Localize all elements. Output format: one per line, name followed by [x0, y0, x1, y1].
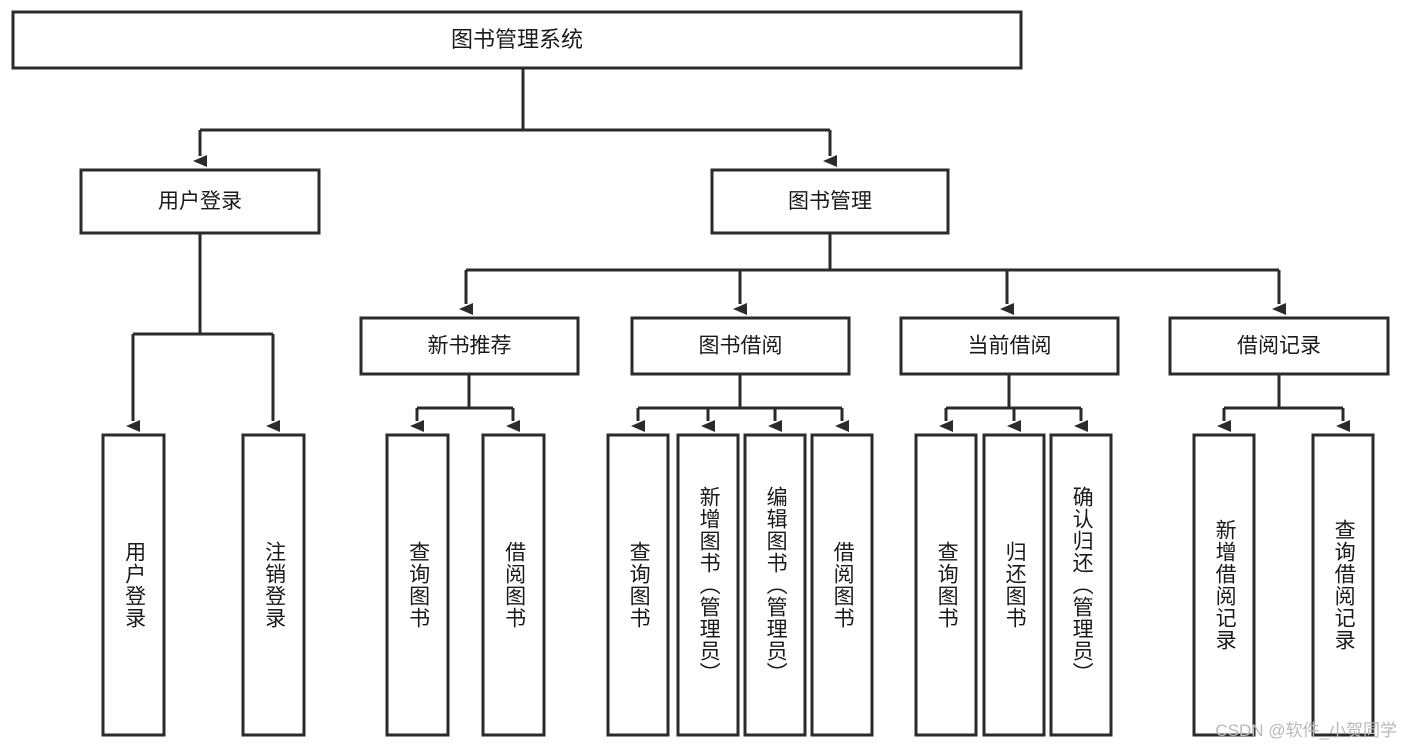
- leaf-logout-box[interactable]: [241, 433, 306, 737]
- node-new-book-recommend[interactable]: 新书推荐: [359, 316, 580, 376]
- current-borrow-box[interactable]: [899, 316, 1120, 376]
- leaf-edit-book-admin-box[interactable]: [743, 433, 807, 737]
- user-login-label: 用户登录: [158, 190, 242, 213]
- leaf-borrow-book-box[interactable]: [810, 433, 874, 737]
- book-borrow-label: 图书借阅: [699, 335, 783, 358]
- node-current-borrow[interactable]: 当前借阅: [899, 316, 1120, 376]
- book-management-box[interactable]: [710, 168, 950, 235]
- leaf-query-book-borrow-box[interactable]: [606, 433, 670, 737]
- watermark-text: CSDN @软件_小贺同学: [1215, 721, 1397, 740]
- book-borrow-box[interactable]: [630, 316, 851, 376]
- leaf-confirm-return-admin-box[interactable]: [1049, 433, 1113, 737]
- leaf-return-book-box[interactable]: [982, 433, 1046, 737]
- undefined-label: 图书管理系统: [451, 27, 583, 52]
- leaf-add-borrow-record-box[interactable]: [1192, 433, 1256, 737]
- undefined-box[interactable]: [11, 10, 1023, 70]
- leaf-borrow-book-recommend-box[interactable]: [481, 433, 546, 737]
- current-borrow-label: 当前借阅: [968, 335, 1052, 358]
- leaf-query-book-current-box[interactable]: [914, 433, 978, 737]
- borrow-record-label: 借阅记录: [1237, 335, 1321, 358]
- leaf-query-borrow-record-box[interactable]: [1311, 433, 1375, 737]
- node-book-management[interactable]: 图书管理: [710, 168, 950, 235]
- leaf-query-book-recommend-box[interactable]: [385, 433, 450, 737]
- node-undefined[interactable]: 图书管理系统: [11, 10, 1023, 70]
- new-book-recommend-label: 新书推荐: [428, 335, 512, 358]
- node-user-login[interactable]: 用户登录: [79, 168, 321, 235]
- user-login-box[interactable]: [79, 168, 321, 235]
- leaf-add-book-admin-box[interactable]: [676, 433, 740, 737]
- new-book-recommend-box[interactable]: [359, 316, 580, 376]
- connector-layer: [126, 68, 1350, 432]
- leaf-user-login-box[interactable]: [101, 433, 166, 737]
- borrow-record-box[interactable]: [1168, 316, 1390, 376]
- node-book-borrow[interactable]: 图书借阅: [630, 316, 851, 376]
- book-management-label: 图书管理: [788, 190, 872, 213]
- node-borrow-record[interactable]: 借阅记录: [1168, 316, 1390, 376]
